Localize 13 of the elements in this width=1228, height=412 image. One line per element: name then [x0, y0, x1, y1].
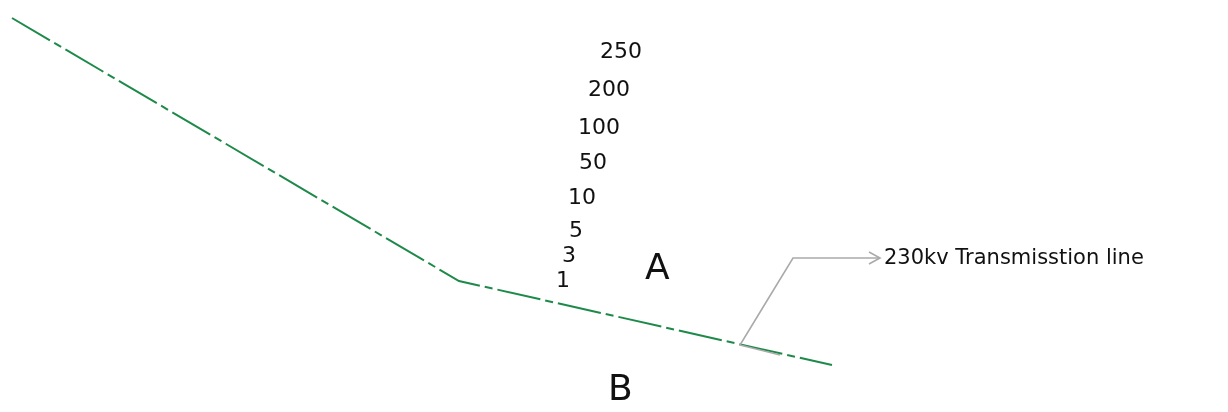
- tick-label: 200: [588, 78, 630, 100]
- tick-label: 5: [569, 219, 583, 241]
- tick-label: 3: [562, 244, 576, 266]
- zone-label: A: [645, 249, 670, 285]
- tick-label: 1: [556, 269, 570, 291]
- tick-label: 100: [578, 116, 620, 138]
- callout-label: 230kv Transmisstion line: [884, 247, 1144, 268]
- leader-line: [738, 251, 881, 356]
- transmission-line: [11, 17, 833, 366]
- tick-label: 250: [600, 40, 642, 62]
- zone-label: B: [608, 370, 633, 406]
- tick-label: 50: [579, 151, 607, 173]
- tick-label: 10: [568, 186, 596, 208]
